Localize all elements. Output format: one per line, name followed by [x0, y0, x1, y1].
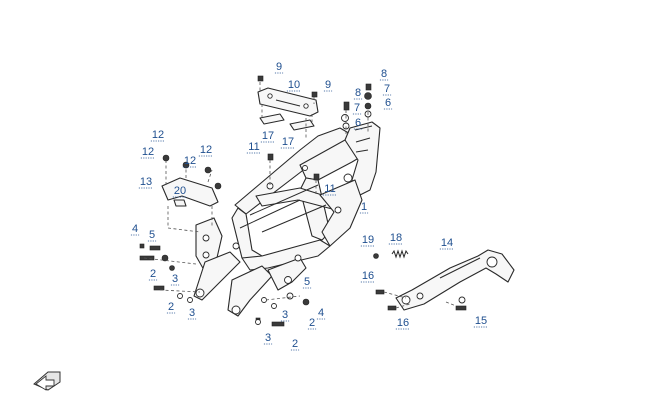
callout-5: 5 [149, 229, 155, 241]
callout-2: 2 [309, 317, 315, 329]
main-frame [193, 121, 381, 317]
callout-18: 18 [390, 232, 402, 244]
callout-3: 3 [265, 332, 271, 344]
callout-3: 3 [282, 309, 288, 321]
callout-7: 7 [354, 102, 360, 114]
callout-4: 4 [132, 223, 138, 235]
callout-9: 9 [325, 79, 331, 91]
callout-2: 2 [150, 268, 156, 280]
callout-12: 12 [142, 146, 154, 158]
fasteners [139, 75, 467, 327]
callout-8: 8 [381, 68, 387, 80]
callout-2: 2 [292, 338, 298, 350]
callout-16: 16 [397, 317, 409, 329]
callout-3: 3 [189, 307, 195, 319]
grab-rail [391, 249, 515, 311]
callout-12: 12 [152, 129, 164, 141]
callout-1: 1 [361, 201, 367, 213]
callout-6: 6 [355, 117, 361, 129]
callout-9: 9 [276, 61, 282, 73]
callout-12: 12 [200, 144, 212, 156]
callout-19: 19 [362, 234, 374, 246]
callout-11: 11 [324, 183, 335, 195]
callout-13: 13 [140, 176, 152, 188]
callout-7: 7 [384, 83, 390, 95]
callout-5: 5 [304, 276, 310, 288]
side-bracket [161, 160, 219, 233]
callout-12: 12 [184, 155, 196, 167]
callout-6: 6 [385, 97, 391, 109]
callout-17: 17 [262, 130, 274, 142]
top-bracket-plate [257, 87, 319, 140]
callout-11: 11 [248, 141, 259, 153]
callout-2: 2 [168, 301, 174, 313]
callout-16: 16 [362, 270, 374, 282]
callout-15: 15 [475, 315, 487, 327]
callout-8: 8 [355, 87, 361, 99]
callout-14: 14 [441, 237, 453, 249]
callout-10: 10 [288, 79, 300, 91]
back-arrow-icon[interactable] [33, 371, 61, 391]
callout-20: 20 [174, 185, 186, 197]
callout-3: 3 [172, 273, 178, 285]
callout-4: 4 [318, 307, 324, 319]
callout-17: 17 [282, 136, 294, 148]
